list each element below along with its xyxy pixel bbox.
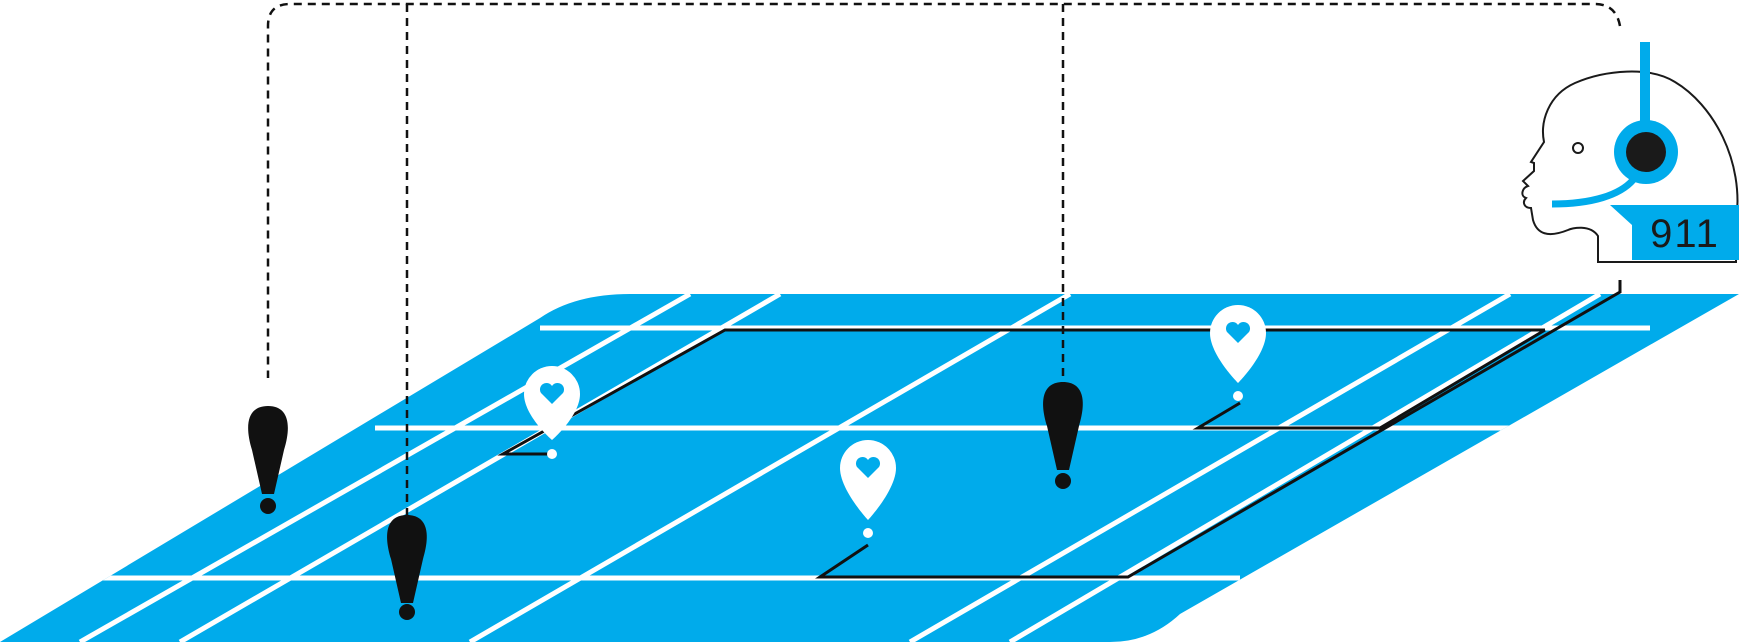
route-middle [1192,328,1546,430]
alert-marker-1[interactable] [248,406,288,514]
pin-dot [547,449,557,459]
heart-location-pin-icon [840,440,896,520]
route-main [815,280,1622,579]
dispatcher[interactable]: 911 [1521,42,1739,263]
alert-marker-3[interactable] [1043,382,1083,489]
headband [1640,42,1650,122]
microphone-boom [1551,177,1636,208]
heart-shape [1225,321,1251,343]
exclamation-icon [387,515,427,603]
ear-detail [1572,142,1584,154]
street-d1 [78,294,692,642]
street-d4 [908,294,1512,642]
heart-location-pin-icon [1210,305,1266,383]
exclamation-icon [1043,382,1083,470]
street-d3 [468,294,1072,642]
heart-shape [855,456,881,478]
exclamation-dot [260,498,276,514]
dispatch-routes [497,280,1622,579]
route-top [497,328,1545,456]
label-911-bg [1632,205,1739,260]
heart-pin-3[interactable] [1210,305,1266,401]
street-d5 [1008,294,1602,642]
exclamation-dot [1055,473,1071,489]
label-911-tab [1610,205,1632,225]
heart-pin-1[interactable] [524,366,580,459]
street-grid [78,294,1650,642]
ear-cup-inner [1626,132,1666,172]
alert-links [266,2,1622,516]
exclamation-dot [399,604,415,620]
street-d2 [178,294,782,642]
heart-shape [539,382,565,404]
exclamation-icon [248,406,288,494]
alert-marker-2[interactable] [387,515,427,620]
heart-pin-2[interactable] [840,440,896,538]
label-911: 911 [1650,212,1720,256]
pin-dot [1233,391,1243,401]
pin-dot [863,528,873,538]
